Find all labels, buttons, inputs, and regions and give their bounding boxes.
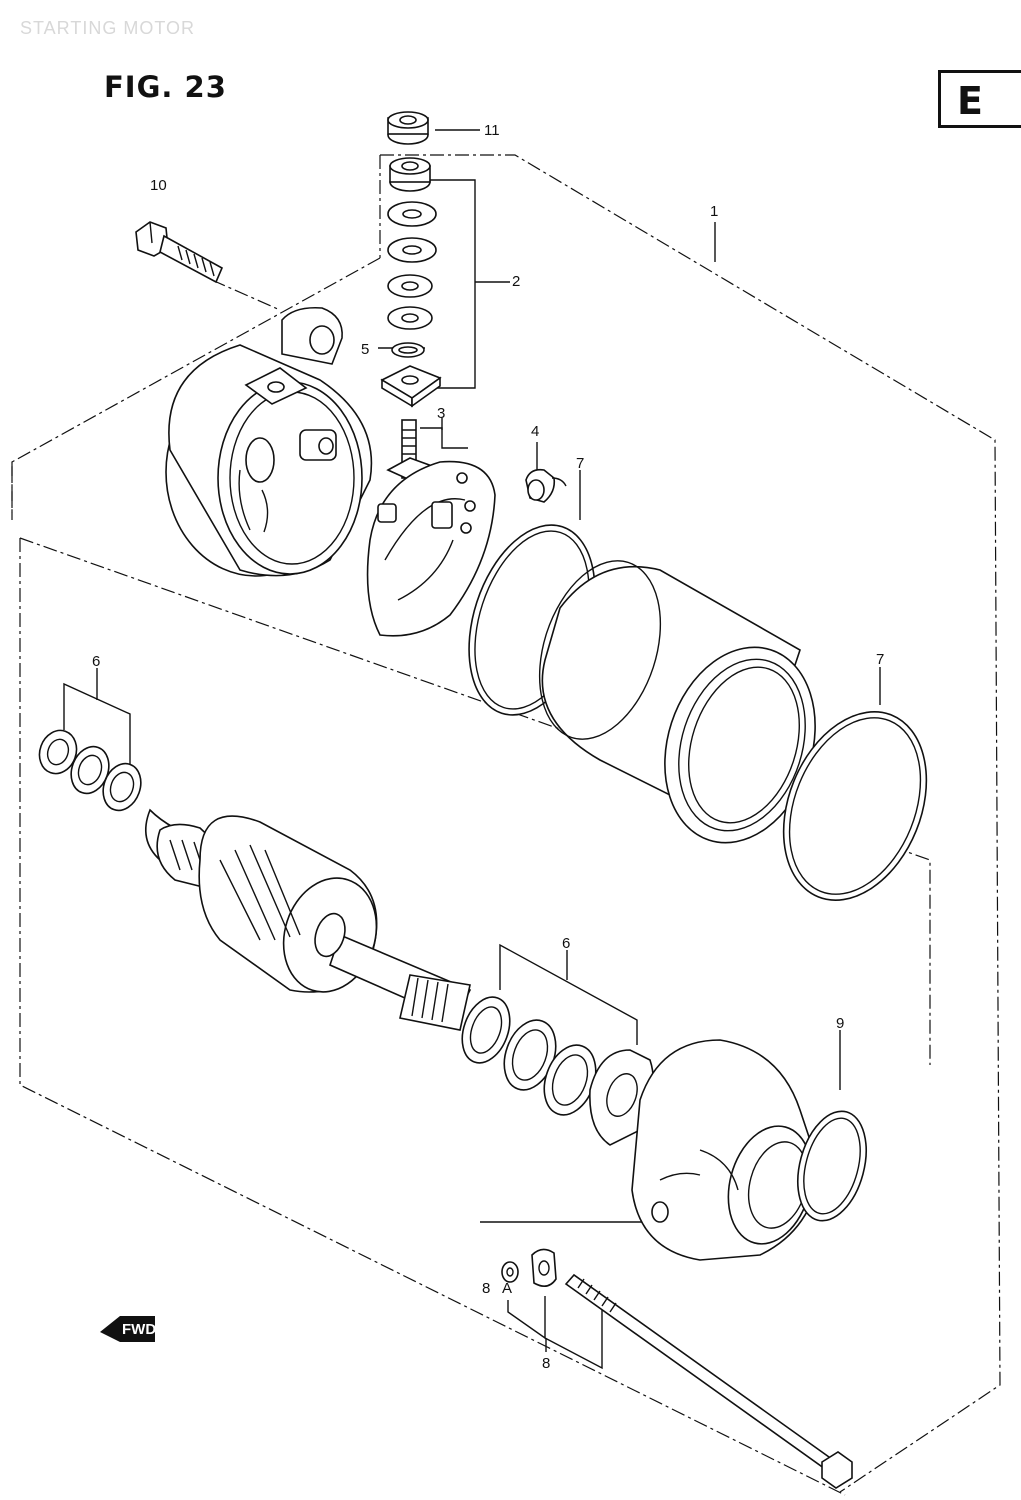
figure-title: FIG. 23 (104, 70, 227, 104)
callout-4: 4 (531, 423, 539, 440)
callout-8-bottom: 8 (542, 1355, 550, 1372)
callout-8-a: A (502, 1280, 512, 1297)
part-2-terminal-kit (380, 157, 442, 408)
callout-9: 9 (836, 1015, 844, 1032)
part-6-washers-right (461, 996, 655, 1146)
part-5-o-ring (391, 342, 425, 358)
front-housing (631, 1039, 821, 1261)
section-code: E (957, 79, 983, 123)
callout-6-right: 6 (562, 935, 570, 952)
leader-lines (63, 129, 881, 1370)
fwd-label: FWD (122, 1321, 156, 1338)
callout-3: 3 (437, 405, 445, 422)
part-3-brush-holder (366, 419, 496, 637)
part-11-nut (387, 111, 429, 145)
callout-10: 10 (150, 177, 167, 194)
faint-header-title: STARTING MOTOR (20, 18, 196, 38)
part-7-o-ring-rear (782, 711, 928, 901)
part-10-bolt (135, 221, 224, 284)
callout-11: 11 (484, 122, 500, 139)
callout-8-left: 8 (482, 1280, 490, 1297)
part-6-washers-left (38, 729, 142, 812)
part-9-o-ring (797, 1110, 867, 1222)
callout-7-right: 7 (876, 651, 884, 668)
callout-labels: 1 2 3 4 5 6 6 7 7 8 A 8 9 10 11 (92, 122, 884, 1372)
callout-2: 2 (512, 273, 520, 290)
armature (144, 808, 472, 1031)
part-4-brush (525, 468, 567, 503)
fwd-arrow-icon: FWD (100, 1316, 156, 1342)
assembly-outline (11, 154, 1001, 1496)
callout-7-top: 7 (576, 455, 584, 472)
callout-1: 1 (710, 203, 718, 220)
rear-end-cover (165, 306, 373, 577)
callout-6-left: 6 (92, 653, 100, 670)
callout-5: 5 (361, 341, 369, 358)
motor-yoke-housing (538, 560, 816, 844)
part-8-through-bolt-set (501, 1248, 853, 1489)
section-code-box: E (938, 70, 1021, 128)
